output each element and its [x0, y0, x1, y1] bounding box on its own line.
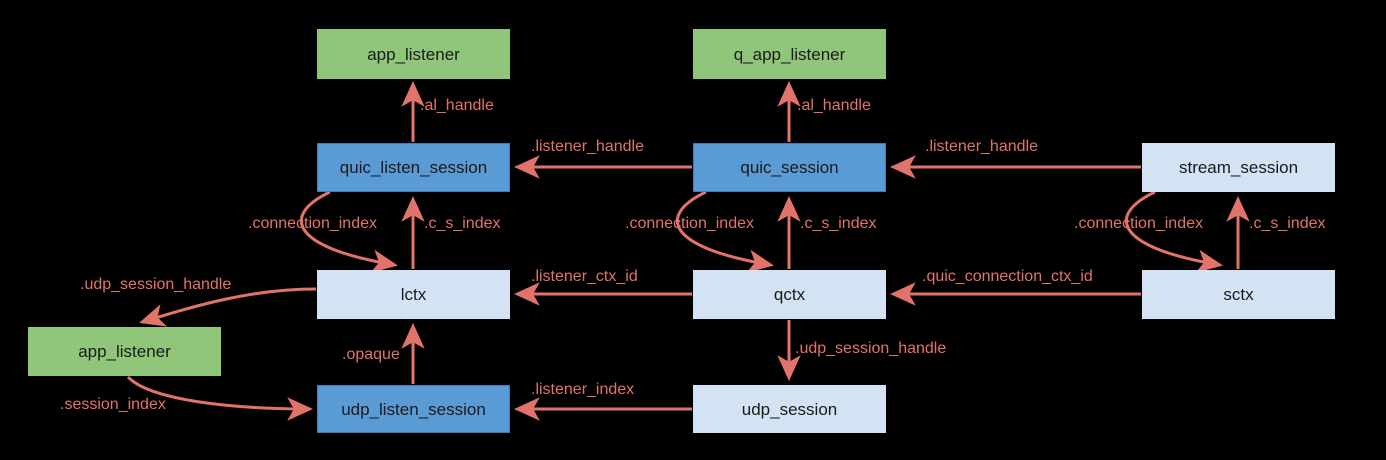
edge-label-e9: .connection_index: [1074, 215, 1203, 232]
edge-label-e7: .connection_index: [625, 215, 754, 232]
node-app_listener_top[interactable]: app_listener: [317, 29, 510, 79]
node-udp_session[interactable]: udp_session: [693, 385, 886, 433]
edge-label-e12: .quic_connection_ctx_id: [922, 268, 1093, 285]
edge-session-index: [126, 375, 314, 421]
edge-label-e2: .al_handle: [797, 97, 871, 114]
node-app_listener_bot[interactable]: app_listener: [28, 327, 221, 376]
edge-label-e17: .session_index: [60, 396, 166, 413]
edge-label-e6: .c_s_index: [424, 215, 501, 232]
edge-label-e5: .connection_index: [248, 215, 377, 232]
edge-label-e1: .al_handle: [420, 97, 494, 114]
node-udp_listen_session[interactable]: udp_listen_session: [317, 385, 510, 433]
edge-connection-index-left: [300, 190, 398, 273]
node-sctx[interactable]: sctx: [1142, 270, 1335, 319]
edge-label-e13: .udp_session_handle: [80, 276, 232, 293]
edge-label-e4: .listener_handle: [925, 138, 1038, 155]
edge-label-e10: .c_s_index: [1249, 215, 1326, 232]
node-lctx[interactable]: lctx: [317, 270, 510, 319]
edge-label-e14: .opaque: [342, 346, 400, 363]
edge-label-e8: .c_s_index: [800, 215, 877, 232]
node-quic_session[interactable]: quic_session: [693, 143, 886, 192]
edge-label-e11: .listener_ctx_id: [531, 268, 638, 285]
node-qctx[interactable]: qctx: [693, 270, 886, 319]
edge-label-e16: .listener_index: [531, 381, 635, 398]
node-quic_listen_session[interactable]: quic_listen_session: [317, 143, 510, 192]
edge-connection-index-right: [1125, 190, 1223, 273]
node-stream_session[interactable]: stream_session: [1142, 143, 1335, 192]
edge-udp-session-handle-left: [139, 287, 317, 327]
edge-connection-index-mid: [676, 190, 774, 273]
edge-label-e15: .udp_session_handle: [795, 340, 947, 357]
node-q_app_listener[interactable]: q_app_listener: [693, 29, 886, 79]
edge-label-e3: .listener_handle: [531, 138, 644, 155]
